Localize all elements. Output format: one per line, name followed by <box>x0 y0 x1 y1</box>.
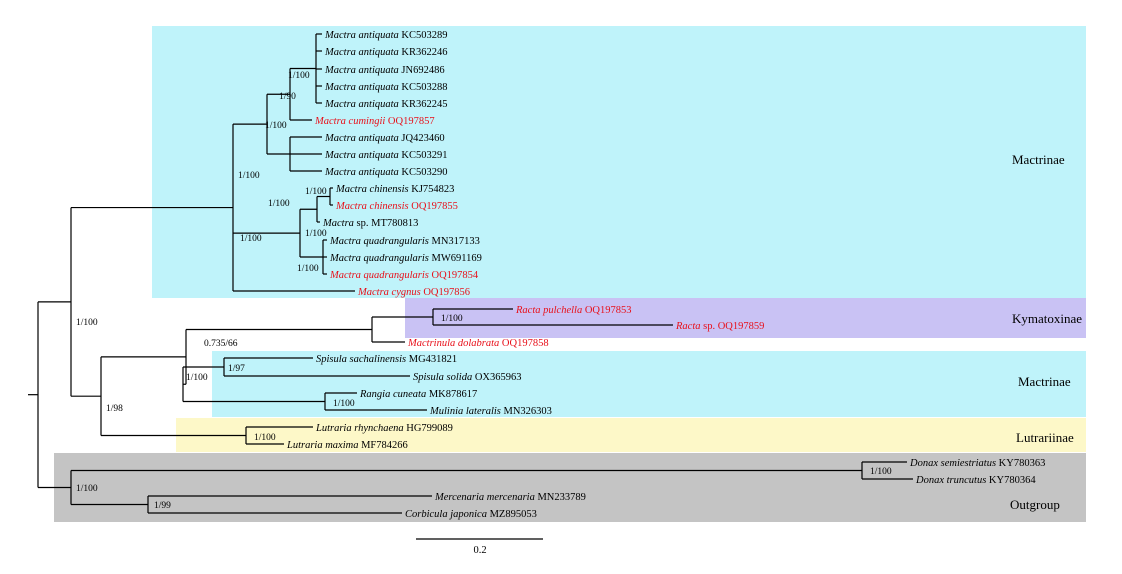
tip-label: Mactrinula dolabrata OQ197858 <box>407 338 549 349</box>
support-value: 1/90 <box>279 92 296 102</box>
clade-label: Mactrinae <box>1012 152 1065 167</box>
support-value: 1/100 <box>240 234 262 244</box>
tip-label: Mactra chinensis OQ197855 <box>335 201 458 212</box>
tip-label: Mercenaria mercenaria MN233789 <box>434 492 586 503</box>
support-value: 1/100 <box>333 399 355 409</box>
tip-label: Mactra antiquata KC503291 <box>324 150 448 161</box>
mactrinae-box <box>152 26 1086 298</box>
tip-label: Lutraria rhynchaena HG799089 <box>315 423 453 434</box>
tip-label: Mactra antiquata KR362245 <box>324 99 448 110</box>
support-value: 1/100 <box>238 171 260 181</box>
tip-label: Mactra chinensis KJ754823 <box>335 184 454 195</box>
tip-label: Mactra antiquata KC503289 <box>324 30 448 41</box>
tip-label: Mactra quadrangularis MN317133 <box>329 236 480 247</box>
tip-label: Mactra quadrangularis MW691169 <box>329 253 482 264</box>
tip-label: Lutraria maxima MF784266 <box>286 440 408 451</box>
outgroup-box <box>54 453 1086 522</box>
tip-label: Corbicula japonica MZ895053 <box>405 509 537 520</box>
support-value: 1/100 <box>441 314 463 324</box>
support-value: 1/100 <box>268 199 290 209</box>
tip-label: Racta sp. OQ197859 <box>675 321 764 332</box>
support-value: 1/100 <box>288 71 310 81</box>
tip-label: Mactra quadrangularis OQ197854 <box>329 270 479 281</box>
support-value: 1/100 <box>265 121 287 131</box>
tip-label: Mactra sp. MT780813 <box>322 218 418 229</box>
tip-label: Mactra cygnus OQ197856 <box>357 287 470 298</box>
tip-label: Donax semiestriatus KY780363 <box>909 458 1045 469</box>
support-value: 1/100 <box>76 318 98 328</box>
support-value: 1/97 <box>228 364 245 374</box>
tip-label: Racta pulchella OQ197853 <box>515 305 632 316</box>
tip-label: Spisula solida OX365963 <box>413 372 522 383</box>
support-value: 1/99 <box>154 501 171 511</box>
support-value: 1/100 <box>297 264 319 274</box>
tip-label: Spisula sachalinensis MG431821 <box>316 354 457 365</box>
clade-label: Lutrariinae <box>1016 430 1074 445</box>
clade-label: Kymatoxinae <box>1012 311 1082 326</box>
tip-label: Rangia cuneata MK878617 <box>359 389 477 400</box>
tip-label: Mactra antiquata JQ423460 <box>324 133 445 144</box>
support-value: 1/100 <box>870 467 892 477</box>
kymatoxinae-box <box>405 298 1086 338</box>
mactrinae-box-3 <box>368 384 1086 417</box>
support-value: 1/98 <box>106 404 123 414</box>
support-value: 1/100 <box>76 484 98 494</box>
support-value: 1/100 <box>305 187 327 197</box>
tip-label: Mactra cumingii OQ197857 <box>314 116 435 127</box>
tip-label: Mulinia lateralis MN326303 <box>429 406 552 417</box>
support-value: 0.735/66 <box>204 339 238 349</box>
support-value: 1/100 <box>254 433 276 443</box>
scale-bar-label: 0.2 <box>473 545 486 556</box>
tip-label: Mactra antiquata KR362246 <box>324 47 448 58</box>
support-value: 1/100 <box>305 229 327 239</box>
lutrariinae-box <box>176 418 1086 452</box>
support-value: 1/100 <box>186 373 208 383</box>
tip-label: Donax truncutus KY780364 <box>915 475 1036 486</box>
tip-label: Mactra antiquata JN692486 <box>324 65 445 76</box>
clade-label: Outgroup <box>1010 497 1060 512</box>
tip-label: Mactra antiquata KC503288 <box>324 82 448 93</box>
clade-label: Mactrinae <box>1018 374 1071 389</box>
tip-label: Mactra antiquata KC503290 <box>324 167 448 178</box>
